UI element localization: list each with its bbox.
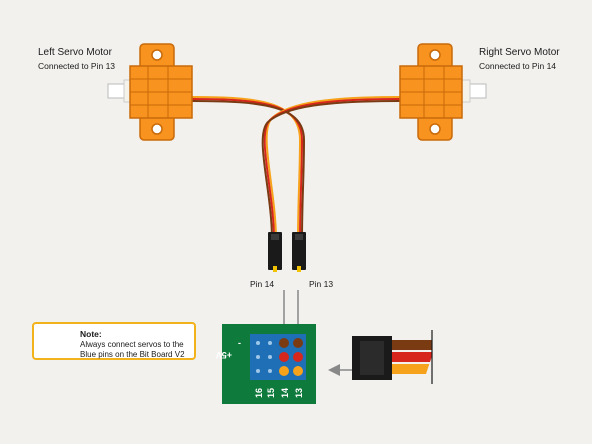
note-box	[32, 322, 196, 360]
left-motor-title: Left Servo Motor	[38, 47, 112, 58]
right-servo-motor	[399, 43, 487, 141]
right-motor-subtitle: Connected to Pin 14	[479, 61, 557, 71]
board-col-16-label: 16	[254, 388, 264, 398]
left-connector-plug	[268, 232, 282, 272]
note-text: Always connect servos to the Blue pins o…	[80, 340, 185, 359]
left-servo-motor	[107, 43, 193, 141]
pin-13-label: Pin 13	[309, 279, 334, 289]
note-title: Note:	[80, 329, 102, 339]
bit-board: - +5V 16 15 14 13	[216, 324, 316, 404]
board-col-14-label: 14	[280, 388, 290, 398]
pin-14-label: Pin 14	[250, 279, 275, 289]
right-motor-title: Right Servo Motor	[479, 47, 560, 58]
board-plus5v-label: +5V	[216, 350, 232, 360]
board-minus-label: -	[238, 338, 241, 348]
pin-grid	[256, 338, 303, 376]
board-col-15-label: 15	[266, 388, 276, 398]
board-col-13-label: 13	[294, 388, 304, 398]
left-motor-subtitle: Connected to Pin 13	[38, 61, 116, 71]
wire-connector-detail	[352, 330, 433, 384]
right-connector-plug	[292, 232, 306, 272]
servo-cables	[191, 96, 401, 241]
